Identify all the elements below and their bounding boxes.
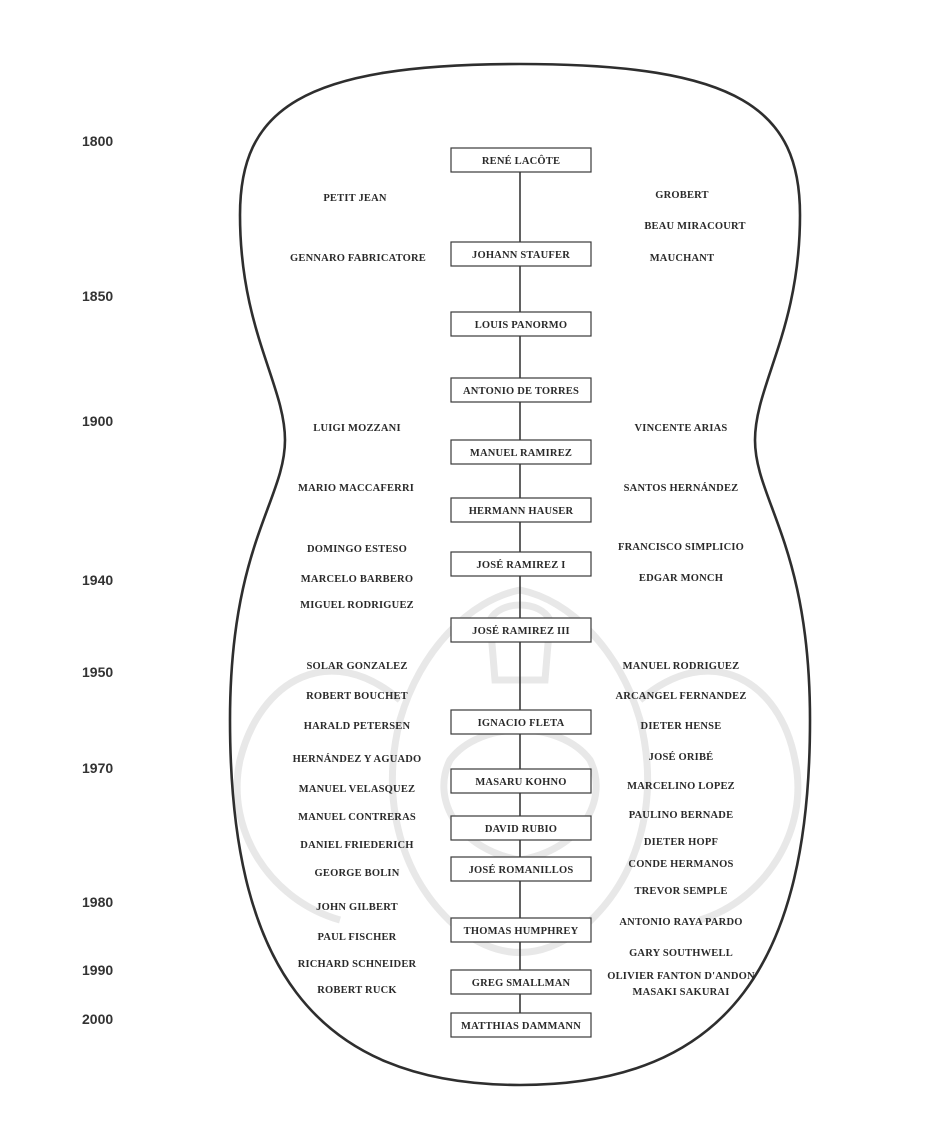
luthier-name: IGNACIO FLETA: [478, 718, 565, 729]
luthier-name: GREG SMALLMAN: [472, 978, 571, 989]
luthier-box: LOUIS PANORMO: [451, 312, 591, 336]
luthier-box: JOSÉ ROMANILLOS: [451, 857, 591, 881]
left-luthiers: PETIT JEAN GENNARO FABRICATORE LUIGI MOZ…: [290, 193, 426, 996]
luthier-name: CONDE HERMANOS: [628, 859, 733, 870]
luthier-name: DANIEL FRIEDERICH: [300, 840, 413, 851]
luthier-box: THOMAS HUMPHREY: [451, 918, 591, 942]
luthier-name: VINCENTE ARIAS: [635, 423, 728, 434]
year-label: 1800: [82, 133, 113, 149]
year-label: 1850: [82, 288, 113, 304]
luthier-name: MASARU KOHNO: [475, 777, 566, 788]
luthier-box: MANUEL RAMIREZ: [451, 440, 591, 464]
luthier-box: IGNACIO FLETA: [451, 710, 591, 734]
luthier-name: THOMAS HUMPHREY: [464, 926, 579, 937]
luthier-name: JOSÉ RAMIREZ III: [472, 625, 570, 637]
year-label: 1980: [82, 894, 113, 910]
luthier-name: JOSÉ RAMIREZ I: [476, 559, 565, 571]
luthier-name: ARCANGEL FERNANDEZ: [615, 691, 746, 702]
luthier-box: HERMANN HAUSER: [451, 498, 591, 522]
luthier-name: JOSÉ ROMANILLOS: [469, 864, 574, 876]
luthier-name: HERNÁNDEZ Y AGUADO: [293, 753, 422, 765]
luthier-name: HARALD PETERSEN: [304, 721, 411, 732]
year-label: 1900: [82, 413, 113, 429]
luthier-box: JOHANN STAUFER: [451, 242, 591, 266]
luthier-name: MAUCHANT: [650, 253, 715, 264]
luthier-name: PAUL FISCHER: [318, 932, 397, 943]
year-label: 1940: [82, 572, 113, 588]
luthier-box: MASARU KOHNO: [451, 769, 591, 793]
luthier-name: FRANCISCO SIMPLICIO: [618, 542, 744, 553]
luthier-name: PAULINO BERNADE: [629, 810, 734, 821]
year-label: 1990: [82, 962, 113, 978]
luthier-name: DOMINGO ESTESO: [307, 544, 407, 555]
luthier-name: GENNARO FABRICATORE: [290, 253, 426, 264]
luthier-name: GARY SOUTHWELL: [629, 948, 733, 959]
luthier-name: SANTOS HERNÁNDEZ: [624, 482, 739, 494]
luthier-name: LOUIS PANORMO: [475, 320, 568, 331]
luthier-name: GROBERT: [655, 190, 709, 201]
luthier-name: RENÉ LACÔTE: [482, 154, 560, 167]
luthier-name: JOHN GILBERT: [316, 902, 398, 913]
luthier-name: DIETER HOPF: [644, 837, 718, 848]
luthier-box: JOSÉ RAMIREZ I: [451, 552, 591, 576]
right-luthiers: GROBERT BEAU MIRACOURT MAUCHANT VINCENTE…: [607, 190, 755, 998]
luthier-name: ANTONIO RAYA PARDO: [619, 917, 742, 928]
luthier-name: JOSÉ ORIBÉ: [649, 751, 714, 763]
luthier-name: ANTONIO DE TORRES: [463, 386, 579, 397]
luthier-name: GEORGE BOLIN: [315, 868, 400, 879]
luthier-name: MATTHIAS DAMMANN: [461, 1021, 581, 1032]
luthier-box: ANTONIO DE TORRES: [451, 378, 591, 402]
luthier-name: MIGUEL RODRIGUEZ: [300, 600, 414, 611]
luthier-name: MARIO MACCAFERRI: [298, 483, 414, 494]
luthier-name: EDGAR MONCH: [639, 573, 723, 584]
luthier-box: JOSÉ RAMIREZ III: [451, 618, 591, 642]
luthier-name: TREVOR SEMPLE: [634, 886, 727, 897]
luthier-name: MANUEL VELASQUEZ: [299, 784, 416, 795]
luthier-name: MASAKI SAKURAI: [632, 987, 729, 998]
luthier-name: SOLAR GONZALEZ: [306, 661, 407, 672]
luthier-name: ROBERT BOUCHET: [306, 691, 408, 702]
luthier-name: DIETER HENSE: [641, 721, 722, 732]
luthier-box: GREG SMALLMAN: [451, 970, 591, 994]
luthier-name: MANUEL RODRIGUEZ: [623, 661, 740, 672]
luthier-box: RENÉ LACÔTE: [451, 148, 591, 172]
year-label: 1950: [82, 664, 113, 680]
luthier-box: DAVID RUBIO: [451, 816, 591, 840]
year-label: 1970: [82, 760, 113, 776]
luthier-name: MANUEL CONTRERAS: [298, 812, 416, 823]
luthier-box: MATTHIAS DAMMANN: [451, 1013, 591, 1037]
luthier-name: ROBERT RUCK: [317, 985, 397, 996]
year-label: 2000: [82, 1011, 113, 1027]
luthier-name: LUIGI MOZZANI: [313, 423, 401, 434]
luthier-name: OLIVIER FANTON D'ANDON: [607, 971, 755, 982]
luthier-name: MANUEL RAMIREZ: [470, 448, 572, 459]
luthier-name: PETIT JEAN: [323, 193, 387, 204]
luthier-name: MARCELO BARBERO: [301, 574, 413, 585]
luthier-name: HERMANN HAUSER: [469, 506, 574, 517]
luthier-name: JOHANN STAUFER: [472, 250, 570, 261]
luthier-name: BEAU MIRACOURT: [644, 221, 745, 232]
year-axis: 1800 1850 1900 1940 1950 1970 1980 1990 …: [82, 133, 113, 1027]
luthier-name: DAVID RUBIO: [485, 824, 557, 835]
luthier-name: MARCELINO LOPEZ: [627, 781, 735, 792]
luthier-name: RICHARD SCHNEIDER: [298, 959, 417, 970]
